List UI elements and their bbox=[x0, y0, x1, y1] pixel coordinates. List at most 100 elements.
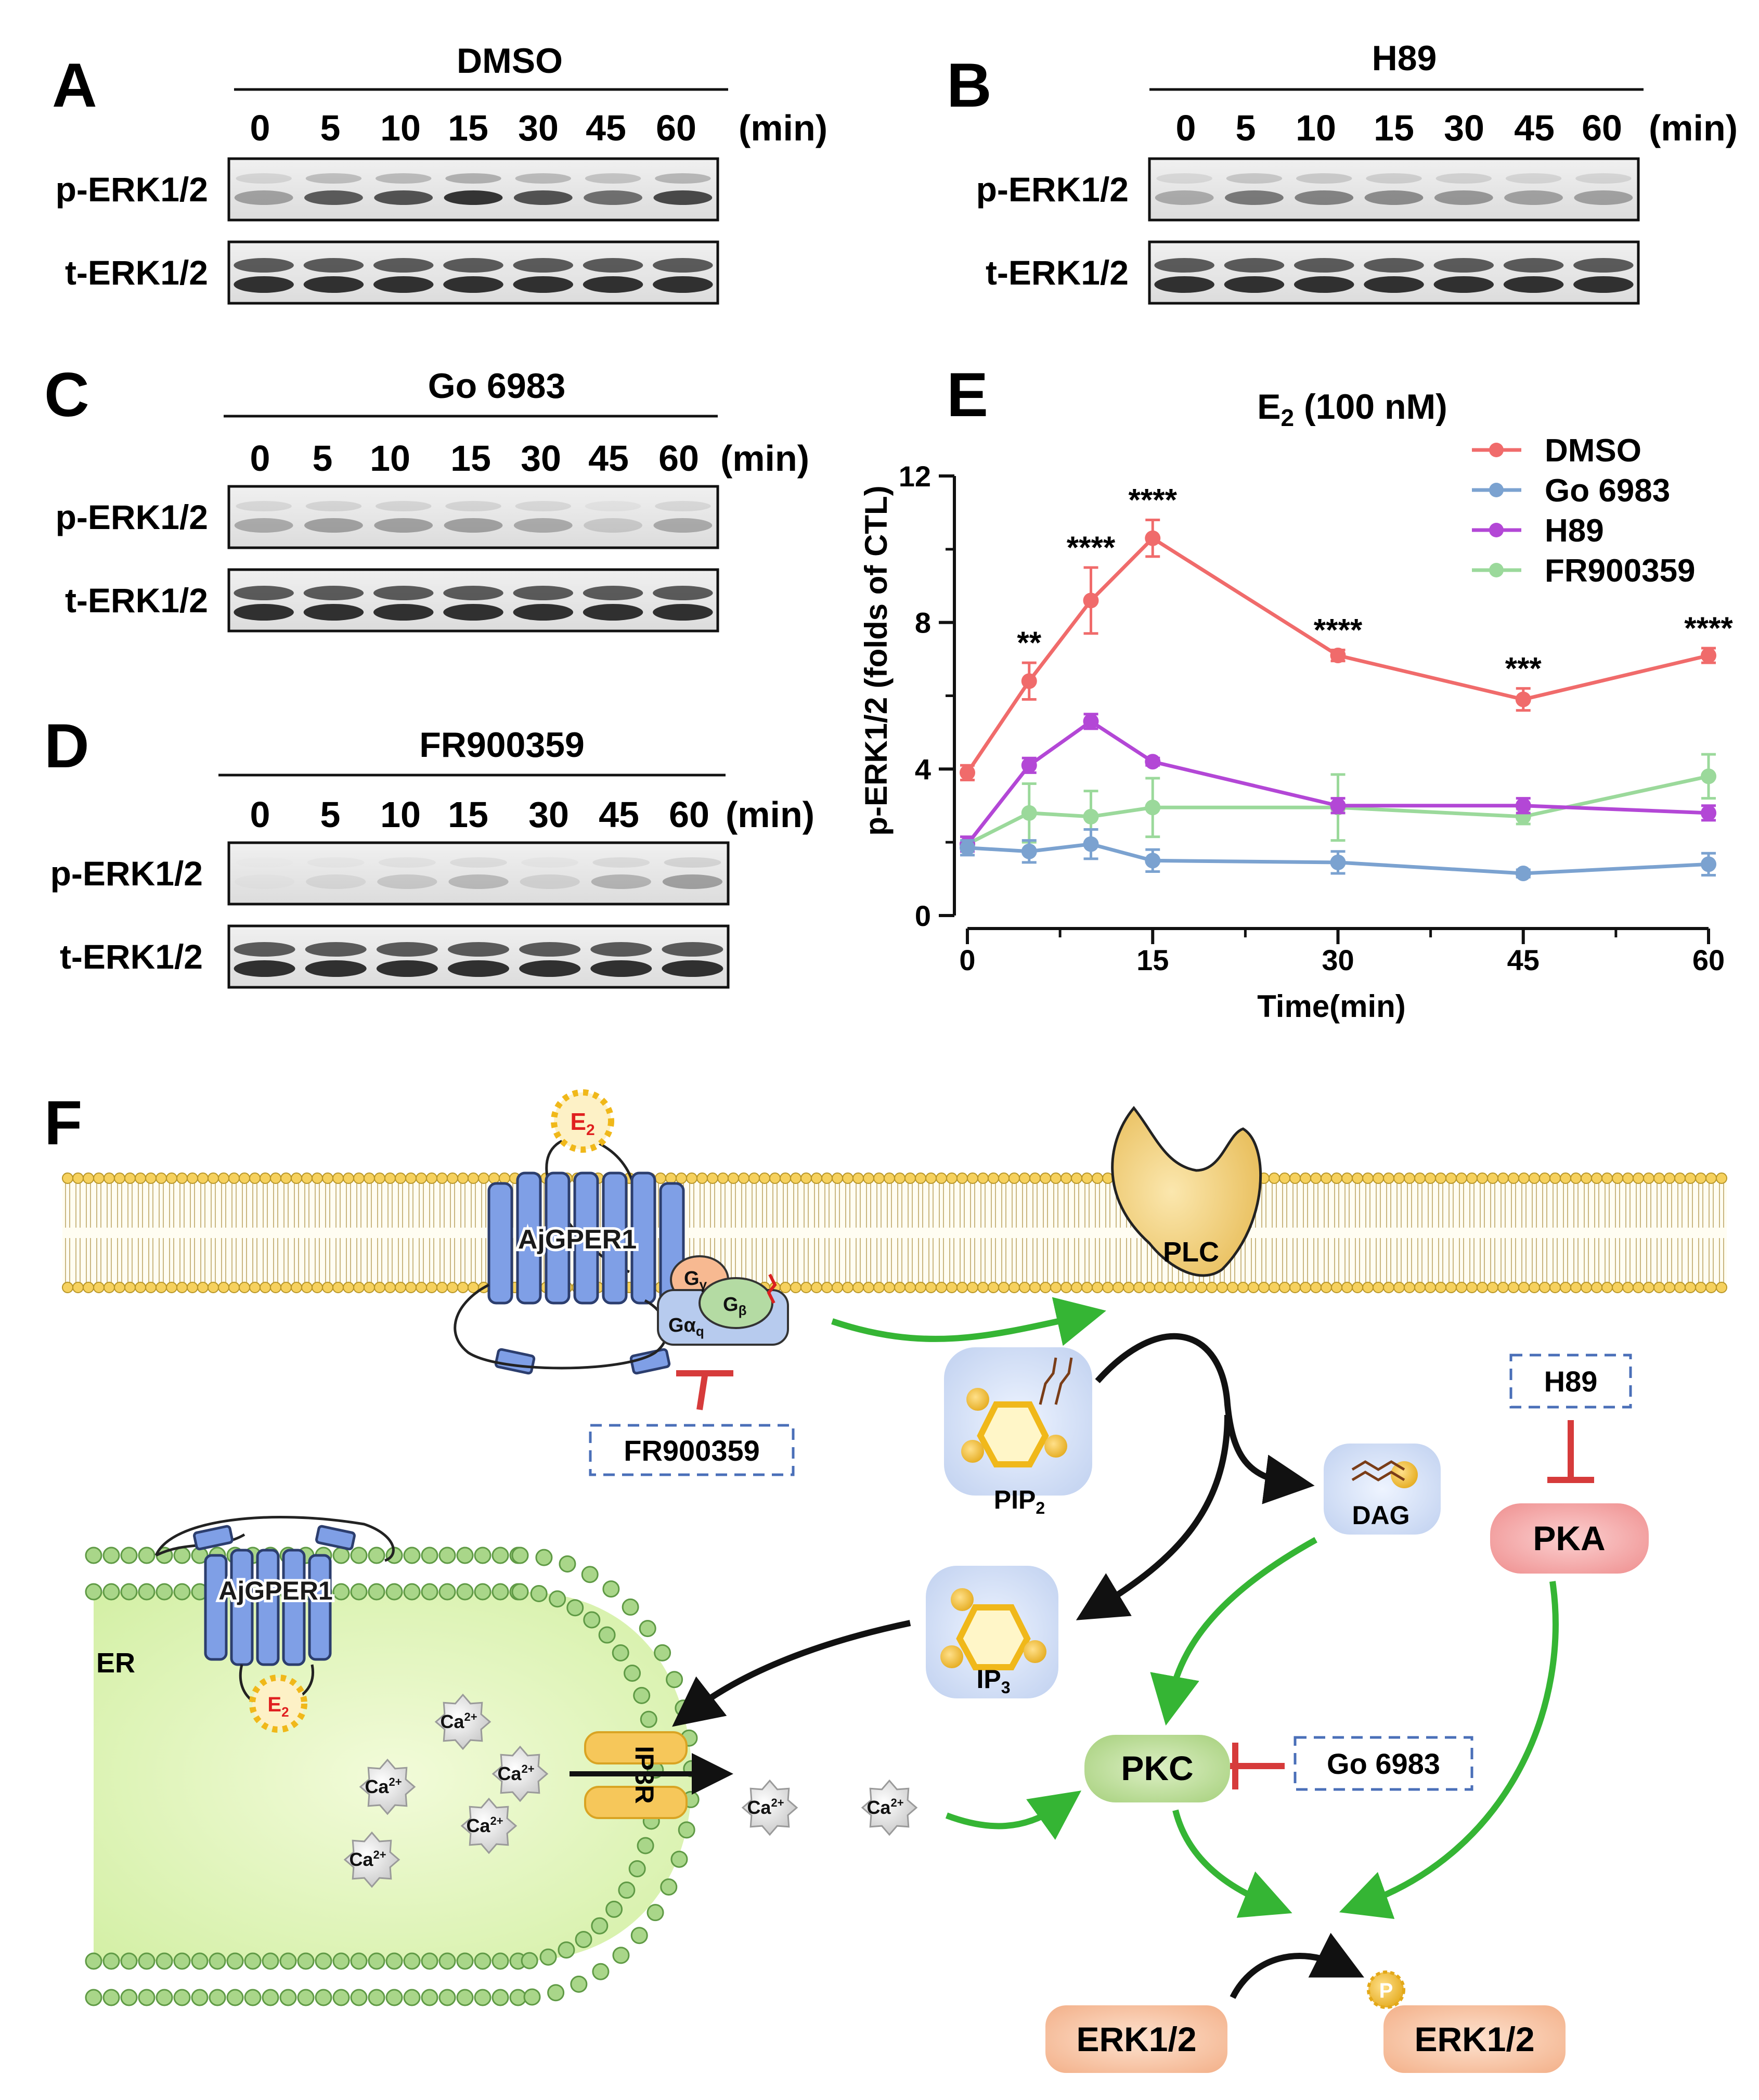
band bbox=[234, 942, 295, 957]
band bbox=[664, 857, 721, 868]
band bbox=[305, 942, 367, 957]
membrane-core bbox=[62, 1178, 1727, 1287]
ip3-molecule: IP3 bbox=[926, 1566, 1058, 1698]
svg-text:Ca2+: Ca2+ bbox=[466, 1814, 503, 1836]
data-point bbox=[1145, 853, 1161, 869]
y-tick-label: 8 bbox=[915, 607, 931, 639]
data-point bbox=[1021, 757, 1037, 774]
blot-time-label: 60 bbox=[669, 794, 709, 835]
blot-time-label: 5 bbox=[313, 438, 333, 479]
svg-text:E2: E2 bbox=[267, 1693, 289, 1720]
band bbox=[234, 518, 293, 533]
data-point bbox=[1701, 856, 1716, 872]
pka-label: PKA bbox=[1533, 1519, 1605, 1557]
series-go-6983 bbox=[960, 828, 1716, 882]
blot-time-label: 60 bbox=[656, 108, 696, 148]
band bbox=[583, 276, 643, 293]
band bbox=[585, 501, 641, 511]
band bbox=[374, 190, 433, 205]
svg-text:Ca2+: Ca2+ bbox=[349, 1848, 386, 1870]
pip2-molecule: PIP2 bbox=[944, 1347, 1092, 1517]
legend-label: DMSO bbox=[1545, 433, 1641, 469]
gper1-receptor-er-membrane: AjGPER1 E2 bbox=[154, 1516, 395, 1733]
band bbox=[1155, 190, 1214, 205]
data-point bbox=[1701, 768, 1716, 784]
blot-time-label: 15 bbox=[448, 108, 488, 148]
band bbox=[519, 942, 581, 957]
t-erk-row-label: t-ERK1/2 bbox=[65, 581, 208, 620]
blot-time-label: 30 bbox=[521, 438, 561, 479]
calcium-ion-icon: Ca2+ bbox=[492, 1745, 549, 1802]
band bbox=[1154, 258, 1214, 273]
blot-title: H89 bbox=[1372, 38, 1437, 78]
blot-time-label: 45 bbox=[599, 794, 639, 835]
svg-text:E2: E2 bbox=[570, 1108, 594, 1139]
phosphate-icon bbox=[1367, 1970, 1405, 2009]
g-protein-complex: Gγ Gβ Gαq bbox=[657, 1255, 789, 1346]
dag-label: DAG bbox=[1352, 1501, 1409, 1530]
series-dmso bbox=[960, 519, 1716, 781]
band bbox=[1573, 276, 1634, 293]
data-point bbox=[1145, 530, 1161, 546]
band bbox=[653, 258, 713, 273]
band bbox=[585, 173, 641, 184]
band bbox=[303, 586, 364, 600]
band bbox=[376, 173, 432, 184]
band bbox=[376, 960, 438, 977]
band bbox=[1295, 190, 1354, 205]
svg-text:Gβ: Gβ bbox=[723, 1294, 746, 1318]
data-point bbox=[1515, 691, 1531, 707]
band bbox=[653, 518, 713, 533]
panel-letter-c: C bbox=[44, 360, 89, 430]
band bbox=[236, 501, 292, 511]
band bbox=[373, 276, 434, 293]
band bbox=[583, 586, 643, 600]
band bbox=[236, 857, 293, 868]
pip2-label: PIP2 bbox=[994, 1485, 1045, 1517]
band bbox=[653, 604, 713, 621]
blot-time-label: 5 bbox=[1236, 108, 1256, 148]
band bbox=[303, 276, 364, 293]
band bbox=[306, 874, 366, 889]
go6983-label: Go 6983 bbox=[1327, 1747, 1440, 1780]
band bbox=[1435, 173, 1492, 184]
band bbox=[450, 857, 507, 868]
data-point bbox=[1330, 797, 1346, 814]
h89-label: H89 bbox=[1544, 1365, 1598, 1398]
band bbox=[515, 501, 571, 511]
band bbox=[374, 518, 433, 533]
blot-title: DMSO bbox=[457, 41, 563, 81]
band bbox=[662, 942, 723, 957]
band bbox=[234, 190, 293, 205]
band bbox=[236, 173, 292, 184]
svg-text:Ca2+: Ca2+ bbox=[747, 1796, 784, 1818]
arrow-pka-to-erk bbox=[1339, 1581, 1559, 1919]
blot-time-label: 30 bbox=[528, 794, 569, 835]
band bbox=[584, 518, 642, 533]
svg-text:Ca2+: Ca2+ bbox=[440, 1710, 477, 1732]
band bbox=[653, 586, 713, 600]
band bbox=[519, 960, 581, 977]
blot-time-label: 30 bbox=[1444, 108, 1484, 148]
line-chart-perk: E2 (100 nM) p-ERK1/2 (folds of CTL) Time… bbox=[859, 387, 1733, 1024]
band bbox=[591, 874, 651, 889]
data-point bbox=[1701, 805, 1716, 821]
band bbox=[513, 276, 574, 293]
blot-time-label: 0 bbox=[250, 108, 270, 148]
band bbox=[1503, 258, 1564, 273]
band bbox=[303, 604, 364, 621]
significance-marker: **** bbox=[1067, 530, 1116, 565]
blot-time-label: 10 bbox=[370, 438, 410, 479]
x-tick-label: 60 bbox=[1692, 944, 1725, 976]
band bbox=[513, 258, 574, 273]
band bbox=[1156, 173, 1212, 184]
blot-time-label: 0 bbox=[1176, 108, 1196, 148]
data-point bbox=[1021, 843, 1037, 859]
svg-text:Gγ: Gγ bbox=[684, 1268, 707, 1292]
e2-ligand-icon: E2 bbox=[551, 1089, 614, 1153]
band bbox=[445, 173, 501, 184]
arrow-ip3-to-ip3r bbox=[672, 1620, 911, 1727]
legend-label: Go 6983 bbox=[1545, 473, 1670, 509]
data-point bbox=[1145, 754, 1161, 770]
